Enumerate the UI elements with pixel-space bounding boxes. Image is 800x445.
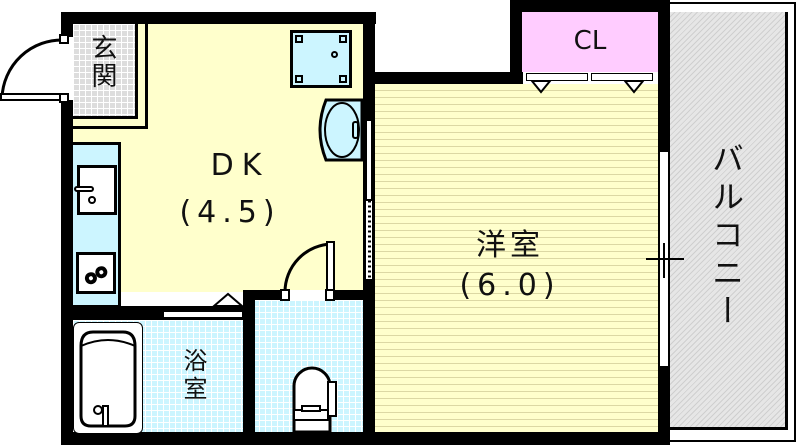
balcony-label: バルコニー (707, 142, 745, 332)
balcony-area (670, 12, 788, 430)
yoshitsu-label: 洋室 (476, 228, 544, 263)
dk-dotted-partition (365, 200, 373, 280)
wall-yoshitsu-top (363, 72, 523, 84)
entrance-door-icon[interactable] (0, 30, 75, 110)
yoshitsu-room (375, 84, 661, 432)
gas-stove-icon (76, 252, 116, 294)
wall-cl-top (510, 0, 670, 12)
dk-sliding-door[interactable] (366, 120, 372, 200)
wall-left-upper (61, 12, 73, 37)
wall-bottom (61, 432, 670, 445)
closet-door-right[interactable] (591, 73, 653, 81)
wall-cl-left (510, 0, 522, 84)
wall-toilet-left (243, 290, 255, 440)
toilet-door-icon[interactable] (275, 240, 345, 302)
bathtub-icon (73, 322, 143, 434)
bathroom-label: 浴室 (179, 348, 207, 404)
dk-size-label: (4.5) (179, 195, 281, 230)
faucet-icon (74, 186, 94, 192)
closet-door-left[interactable] (526, 73, 588, 81)
window-crosshair-v (663, 243, 665, 278)
bathroom-door[interactable] (163, 311, 243, 318)
washing-machine-pan-icon (290, 30, 352, 88)
genkan-step (73, 24, 148, 129)
closet-label: CL (573, 26, 607, 56)
closet-door-arrows-icon (529, 80, 646, 94)
toilet-icon (292, 366, 337, 434)
genkan-area (73, 24, 138, 119)
balcony-outline (668, 2, 796, 442)
bathroom-door-arrow-icon (212, 292, 244, 307)
wall-top-left (61, 12, 376, 24)
closet-room (522, 12, 658, 72)
wall-left-lower (61, 100, 73, 445)
dk-label: DK (210, 148, 270, 183)
washbasin-icon (318, 98, 364, 162)
genkan-label: 玄関 (87, 34, 117, 90)
yoshitsu-size-label: (6.0) (459, 268, 561, 303)
window-crosshair-h (646, 258, 684, 260)
